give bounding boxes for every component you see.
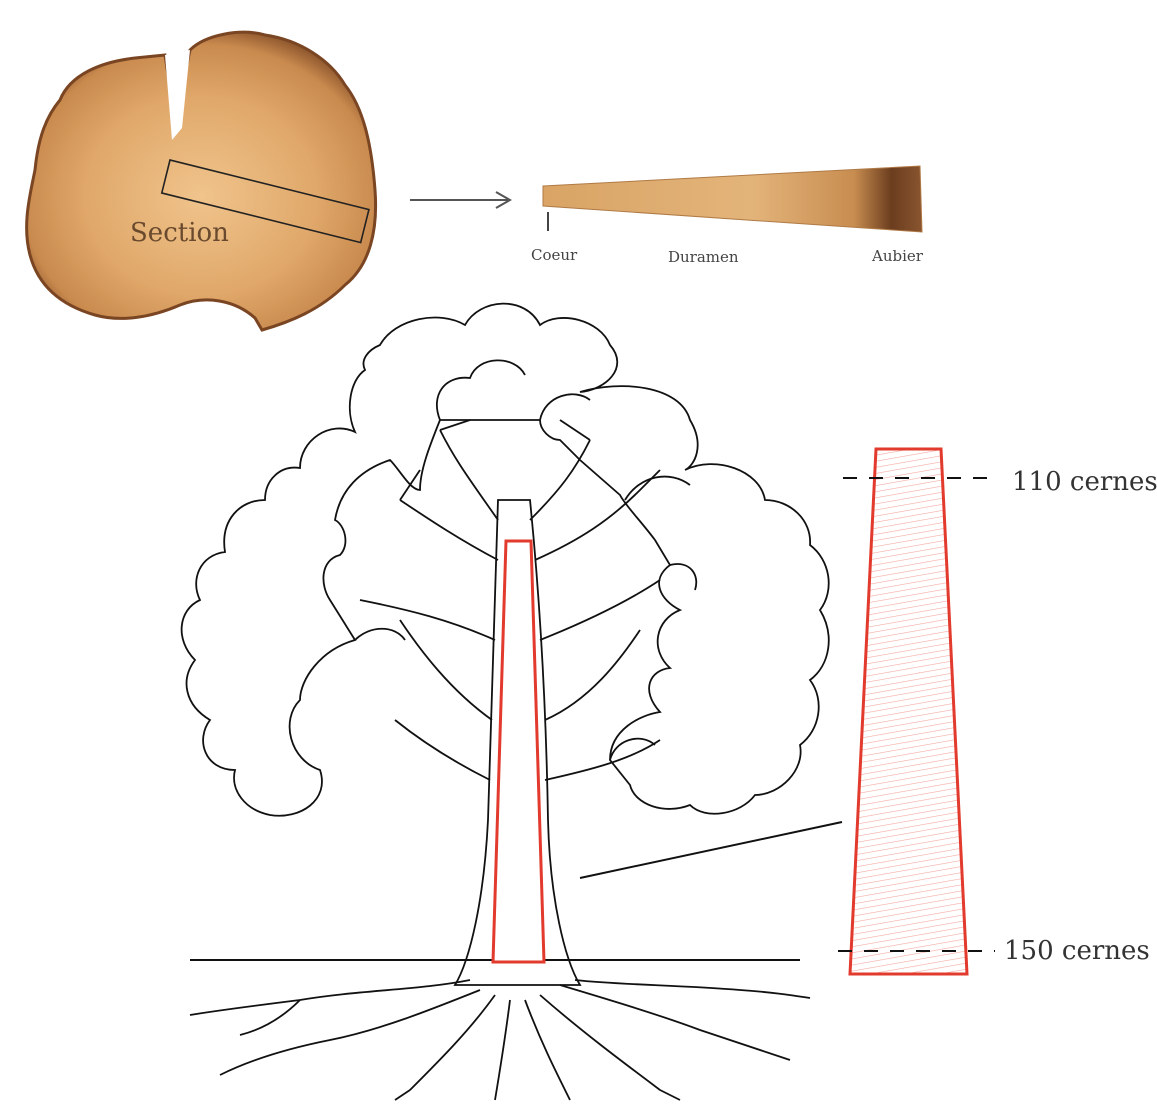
arrow-right-icon	[410, 192, 510, 208]
enlarged-core-shape	[850, 449, 967, 974]
tree-section-photo: Section	[27, 32, 376, 330]
section-label: Section	[130, 218, 229, 248]
ring-count-top: 110 cernes	[1012, 467, 1157, 497]
heart-label: Coeur	[531, 246, 578, 264]
enlarged-core: 110 cernes 150 cernes	[838, 449, 1157, 974]
core-strip	[543, 166, 922, 232]
sapwood-label: Aubier	[871, 247, 924, 265]
connector-line	[580, 822, 842, 878]
tree-roots	[190, 980, 810, 1100]
section-disc	[27, 32, 376, 330]
core-sample-photo: Coeur Duramen Aubier	[531, 166, 924, 266]
heartwood-label: Duramen	[668, 248, 739, 266]
ring-count-bottom: 150 cernes	[1004, 936, 1150, 966]
